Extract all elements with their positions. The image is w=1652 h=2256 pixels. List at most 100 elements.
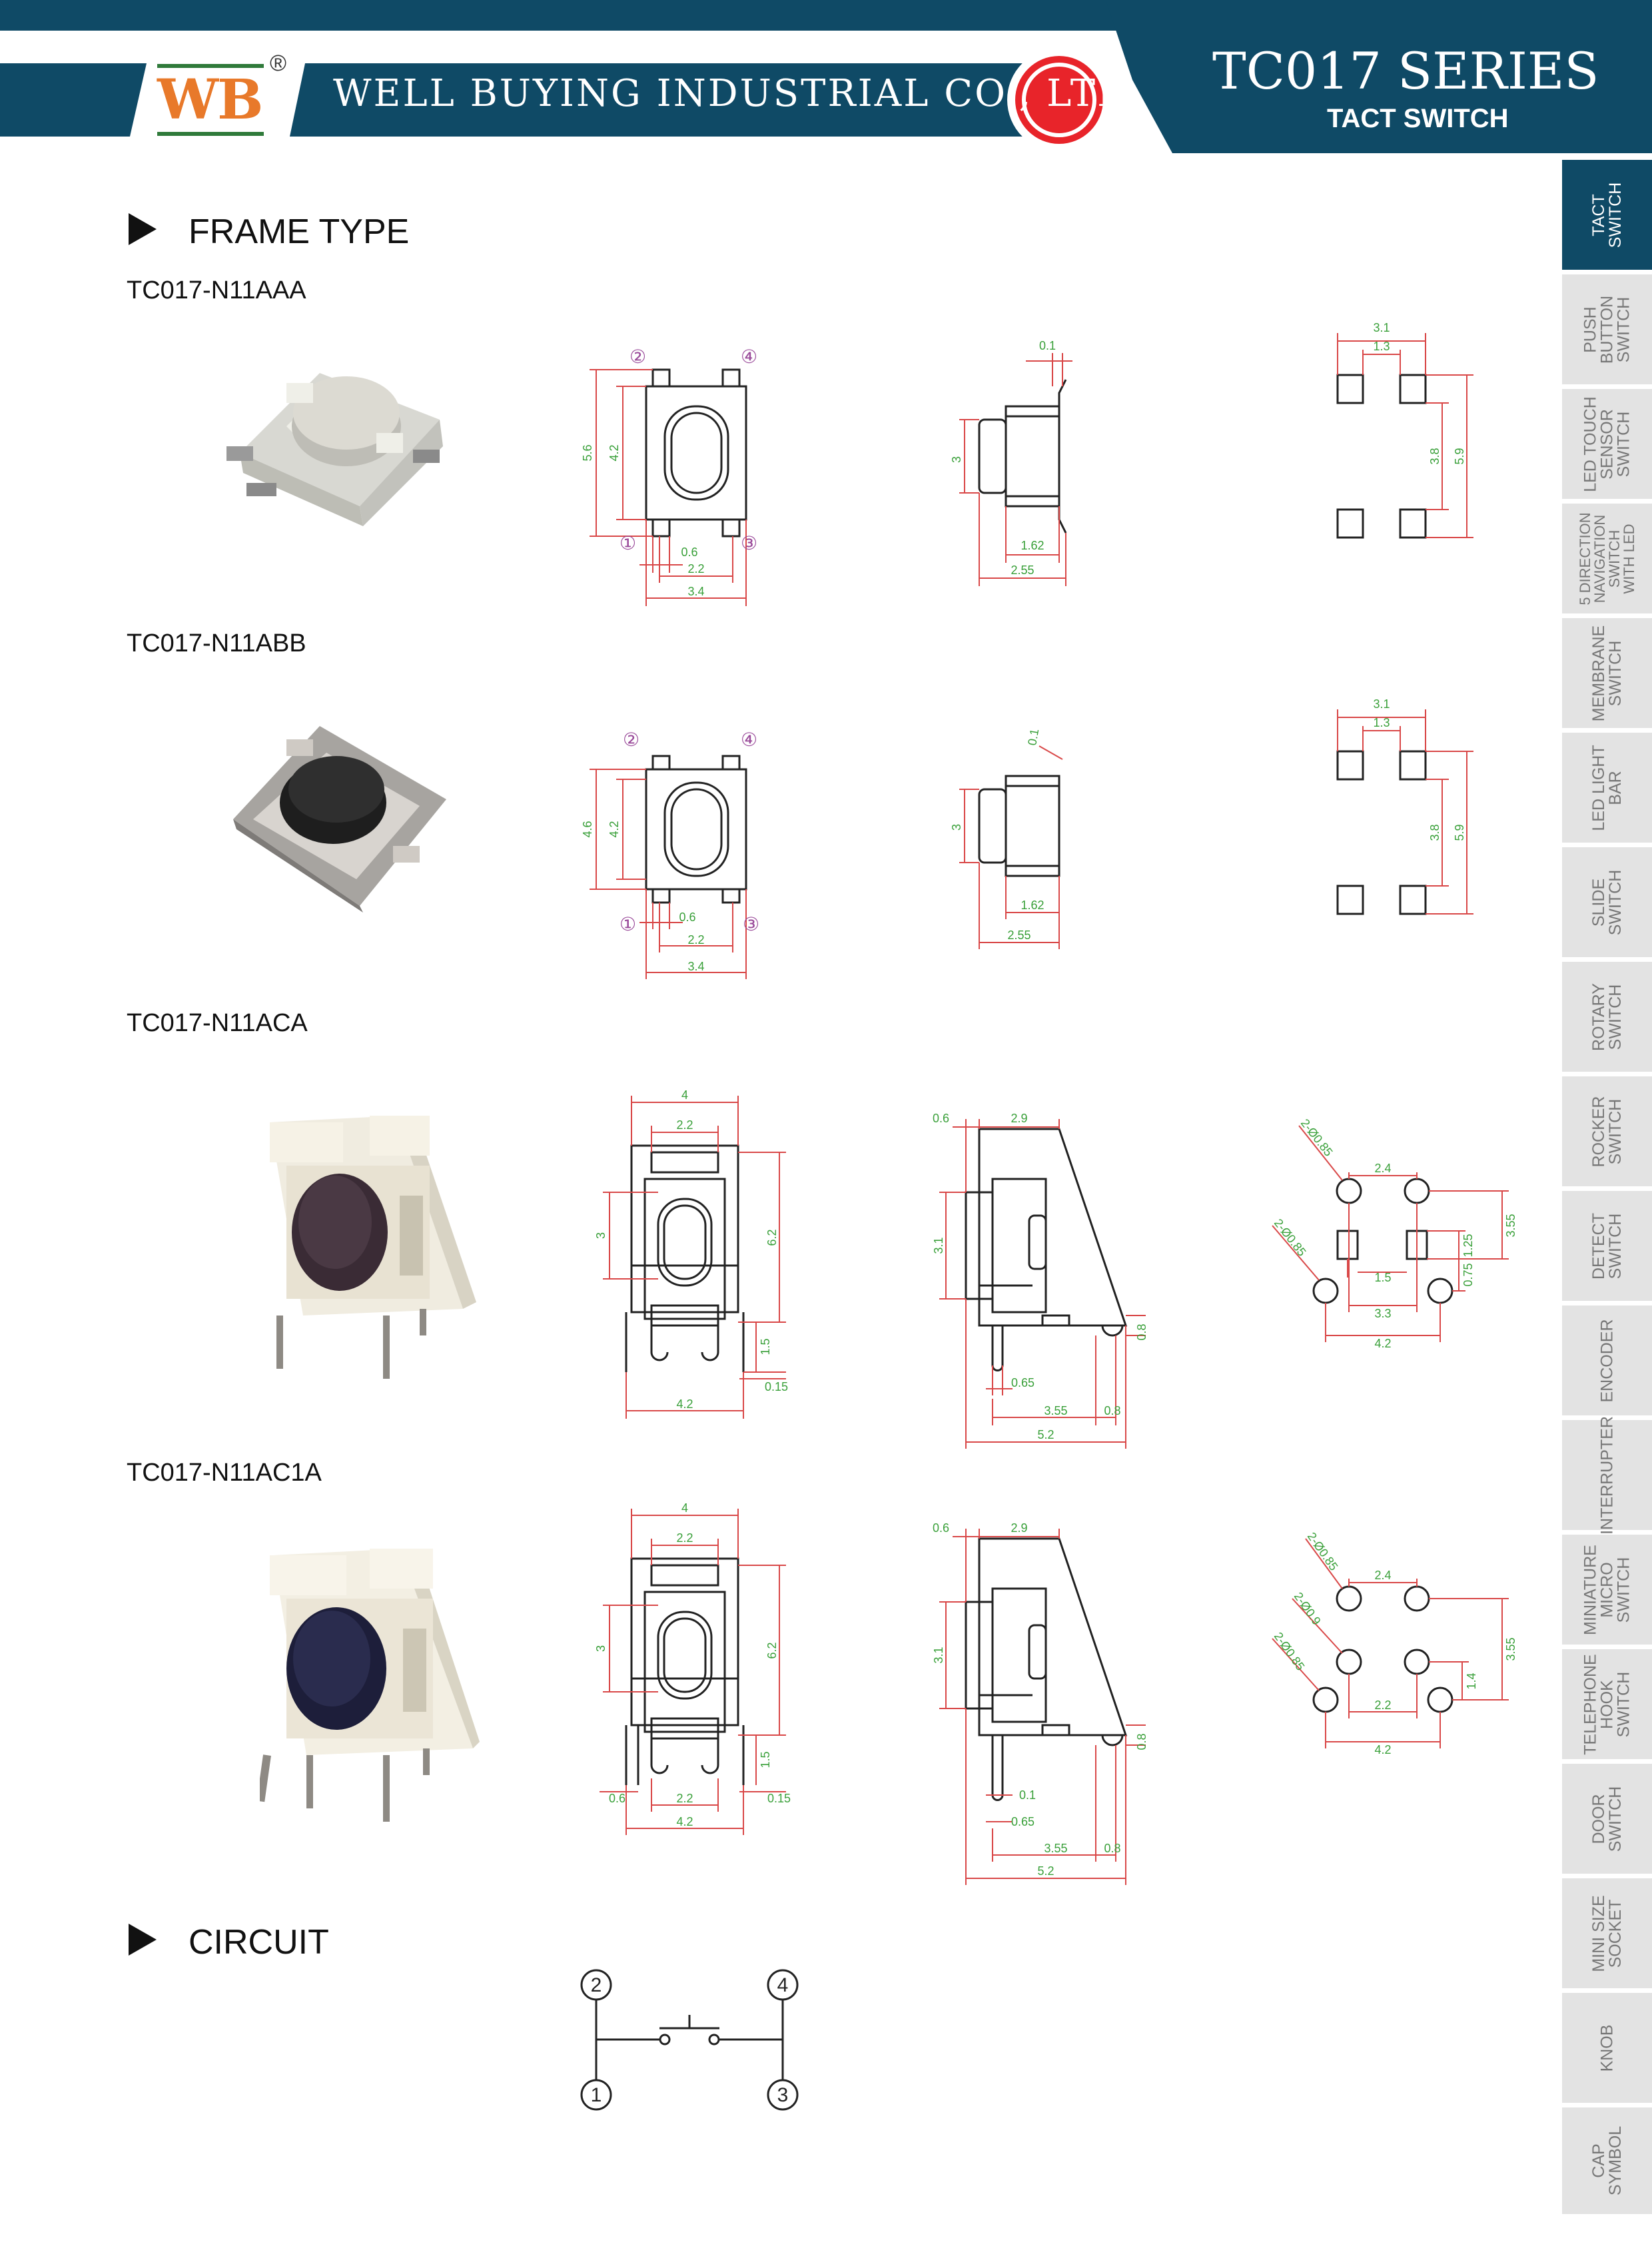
section-bullet-icon bbox=[129, 213, 157, 245]
side-view-drawing-abb: 0.1 3 1.62 2.55 bbox=[950, 728, 1063, 949]
pin-label-1: ① bbox=[620, 914, 636, 935]
dimension-label: 0.6 bbox=[609, 1792, 625, 1805]
model-label-ac1a: TC017-N11AC1A bbox=[127, 1459, 322, 1487]
tab-push-button-switch[interactable]: PUSH BUTTON SWITCH bbox=[1562, 274, 1652, 384]
dimension-label: 1.5 bbox=[1374, 1271, 1391, 1284]
dimension-label: 3.55 bbox=[1044, 1842, 1067, 1855]
dimension-label: 3 bbox=[594, 1232, 608, 1239]
side-view-drawing-aaa: 0.1 3 1.62 2.55 bbox=[950, 339, 1072, 586]
dimension-label: 2.4 bbox=[1374, 1569, 1391, 1582]
tab-encoder[interactable]: ENCODER bbox=[1562, 1306, 1652, 1415]
circuit-node-1: 1 bbox=[591, 2084, 602, 2106]
pcb-layout-drawing-aaa: 3.1 1.3 3.8 5.9 bbox=[1336, 321, 1473, 539]
dimension-label: 1.5 bbox=[759, 1751, 772, 1768]
frame-type-title: FRAME TYPE bbox=[189, 212, 410, 251]
product-photo-abb bbox=[233, 726, 446, 913]
header-banner bbox=[0, 0, 1652, 153]
dimension-label: 3.55 bbox=[1044, 1404, 1067, 1417]
pin-label-4: ④ bbox=[741, 729, 757, 750]
dimension-label: 4.6 bbox=[581, 821, 594, 837]
circuit-node-3: 3 bbox=[777, 2084, 789, 2106]
dimension-label: 5.2 bbox=[1037, 1864, 1054, 1878]
product-photo-aca bbox=[270, 1116, 476, 1379]
front-view-drawing-ac1a: 4 2.2 3 6.2 1.5 0.15 0.6 2.2 4.2 bbox=[594, 1501, 791, 1835]
pin-label-3: ③ bbox=[741, 533, 757, 554]
dimension-label: 0.6 bbox=[681, 546, 697, 559]
dimension-label: 1.3 bbox=[1373, 340, 1390, 353]
company-logo: WB bbox=[157, 68, 263, 132]
tab-detect-switch[interactable]: DETECT SWITCH bbox=[1562, 1191, 1652, 1301]
tab-miniature-micro-switch[interactable]: MINIATURE MICRO SWITCH bbox=[1562, 1535, 1652, 1645]
dimension-label: 0.15 bbox=[765, 1380, 788, 1393]
model-label-abb: TC017-N11ABB bbox=[127, 629, 306, 657]
dimension-label: 4.2 bbox=[676, 1397, 693, 1411]
dimension-label: 3.55 bbox=[1504, 1214, 1517, 1237]
dimension-label: 3.4 bbox=[687, 960, 704, 973]
tab-interrupter[interactable]: INTERRUPTER bbox=[1562, 1416, 1652, 1534]
dimension-label: 2.9 bbox=[1011, 1521, 1027, 1535]
dimension-label: 3 bbox=[950, 824, 963, 831]
dimension-label: 3.55 bbox=[1504, 1637, 1517, 1661]
circuit-diagram: 2 4 1 3 bbox=[580, 1969, 799, 2111]
tab-knob[interactable]: KNOB bbox=[1562, 1993, 1652, 2103]
front-view-drawing-aca: 4 2.2 3 6.2 1.5 0.15 4.2 bbox=[594, 1088, 788, 1419]
dimension-label: 4 bbox=[681, 1501, 688, 1515]
dimension-label: 4.2 bbox=[676, 1815, 693, 1828]
tab-slide-switch[interactable]: SLIDE SWITCH bbox=[1562, 847, 1652, 957]
dimension-label: 0.65 bbox=[1011, 1815, 1034, 1828]
dimension-label: 3 bbox=[950, 456, 963, 463]
dimension-label: 0.1 bbox=[1039, 339, 1056, 352]
tab-door-switch[interactable]: DOOR SWITCH bbox=[1562, 1764, 1652, 1874]
dimension-label: 2.2 bbox=[687, 562, 704, 575]
dimension-label: 4 bbox=[681, 1088, 688, 1102]
dimension-label: 0.75 bbox=[1461, 1263, 1475, 1286]
dimension-label: 3.3 bbox=[1374, 1307, 1391, 1320]
pin-label-2: ② bbox=[623, 729, 639, 750]
dimension-label: 0.8 bbox=[1135, 1733, 1146, 1750]
tab-cap-symbol[interactable]: CAP SYMBOL bbox=[1562, 2107, 1652, 2214]
tab-mini-size-socket[interactable]: MINI SIZE SOCKET bbox=[1562, 1878, 1652, 1988]
tab-rocker-switch[interactable]: ROCKER SWITCH bbox=[1562, 1076, 1652, 1186]
dimension-label: 5.2 bbox=[1037, 1428, 1054, 1441]
tab-led-light-bar[interactable]: LED LIGHT BAR bbox=[1562, 733, 1652, 843]
dimension-label: 3.1 bbox=[932, 1647, 945, 1663]
dimension-label: 2.9 bbox=[1011, 1112, 1027, 1125]
pin-label-4: ④ bbox=[741, 346, 757, 367]
pin-label-3: ③ bbox=[743, 914, 759, 935]
dimension-label: 5.6 bbox=[581, 444, 594, 461]
pcb-layout-drawing-abb: 3.1 1.3 3.8 5.9 bbox=[1336, 697, 1473, 915]
tab-rotary-switch[interactable]: ROTARY SWITCH bbox=[1562, 962, 1652, 1072]
dimension-label: 1.5 bbox=[759, 1338, 772, 1355]
side-view-drawing-ac1a: 0.6 2.9 3.1 0.8 0.1 0.65 3.55 0.8 5.2 bbox=[932, 1521, 1146, 1885]
dimension-label: 0.8 bbox=[1104, 1404, 1120, 1417]
model-label-aaa: TC017-N11AAA bbox=[127, 276, 306, 304]
dimension-label: 1.62 bbox=[1021, 539, 1044, 552]
dimension-label: 0.65 bbox=[1011, 1376, 1034, 1389]
dimension-label: 2.55 bbox=[1011, 564, 1034, 577]
dimension-label: 2.4 bbox=[1374, 1162, 1391, 1175]
company-name: WELL BUYING INDUSTRIAL CO., LTD bbox=[333, 72, 1129, 115]
circuit-title: CIRCUIT bbox=[189, 1923, 329, 1962]
pin-label-1: ① bbox=[620, 533, 636, 554]
dimension-label: 2.2 bbox=[1374, 1698, 1391, 1712]
tab-tact-switch[interactable]: TACT SWITCH bbox=[1562, 160, 1652, 270]
dimension-label: 2-Ø0.9 bbox=[1292, 1590, 1324, 1628]
dimension-label: 0.1 bbox=[1025, 728, 1041, 747]
page-header: WB ® WELL BUYING INDUSTRIAL CO., LTD TC0… bbox=[0, 0, 1652, 153]
logo-bottom-line bbox=[157, 132, 264, 136]
dimension-label: 3.1 bbox=[932, 1237, 945, 1254]
series-subtitle: TACT SWITCH bbox=[1327, 104, 1509, 133]
tab-telephone-hook-switch[interactable]: TELEPHONE HOOK SWITCH bbox=[1562, 1649, 1652, 1759]
tab-led-touch-sensor-switch[interactable]: LED TOUCH SENSOR SWITCH bbox=[1562, 389, 1652, 499]
dimension-label: 5.9 bbox=[1453, 448, 1466, 464]
tab-5-direction-navigation-switch[interactable]: 5 DIRECTION NAVIGATION SWITCH WITH LED bbox=[1562, 504, 1652, 613]
dimension-label: 4.2 bbox=[608, 821, 621, 837]
dimension-label: 3.1 bbox=[1373, 697, 1390, 711]
dimension-label: 0.6 bbox=[679, 911, 695, 924]
pin-label-2: ② bbox=[629, 346, 646, 367]
product-photo-aaa bbox=[226, 373, 443, 526]
dimension-label: 5.9 bbox=[1453, 824, 1466, 841]
dimension-label: 2.55 bbox=[1007, 929, 1031, 942]
tab-membrane-switch[interactable]: MEMBRANE SWITCH bbox=[1562, 618, 1652, 728]
model-label-aca: TC017-N11ACA bbox=[127, 1009, 308, 1037]
